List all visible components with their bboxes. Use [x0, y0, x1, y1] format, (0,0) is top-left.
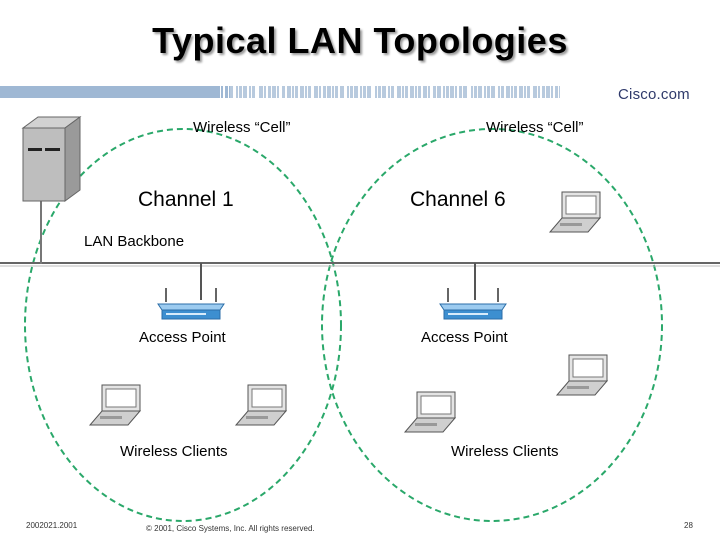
laptop-client-3-icon: [548, 191, 602, 233]
access-point-1-icon: [157, 288, 225, 320]
wireless-cell-2-boundary: [321, 128, 663, 522]
laptop-client-4-icon: [555, 354, 609, 396]
header-banner: [0, 83, 720, 103]
slide-title: Typical LAN Topologies: [152, 20, 568, 61]
channel-6-label: Channel 6: [410, 188, 506, 211]
access-point-2-icon: [439, 288, 507, 320]
brand-logo-text: Cisco.com: [618, 86, 690, 103]
footer-code: 2002021.2001: [26, 521, 78, 530]
access-point-1-label: Access Point: [139, 329, 226, 346]
footer-page-number: 28: [684, 521, 693, 530]
wireless-cell-1-boundary: [24, 128, 342, 522]
wireless-clients-2-label: Wireless Clients: [451, 443, 559, 460]
access-point-2-label: Access Point: [421, 329, 508, 346]
wireless-clients-1-label: Wireless Clients: [120, 443, 228, 460]
footer-copyright: © 2001, Cisco Systems, Inc. All rights r…: [146, 524, 315, 533]
channel-1-label: Channel 1: [138, 188, 234, 211]
lan-backbone-label: LAN Backbone: [84, 233, 185, 250]
laptop-client-1-icon: [88, 384, 142, 426]
cell-1-label: Wireless “Cell”: [193, 119, 291, 136]
laptop-client-2-icon: [234, 384, 288, 426]
server-icon: [21, 116, 82, 202]
cell-2-label: Wireless “Cell”: [486, 119, 584, 136]
laptop-client-5-icon: [403, 391, 457, 433]
